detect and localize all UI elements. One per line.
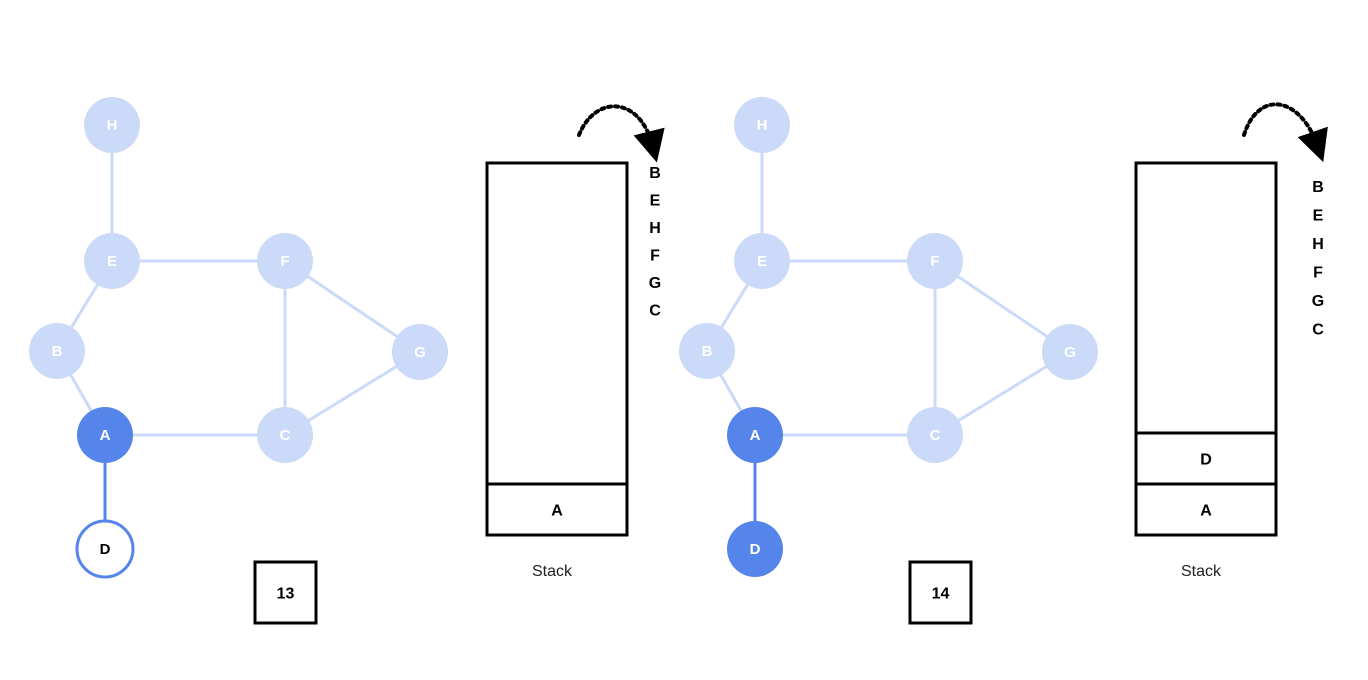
node-h: H <box>734 97 790 153</box>
node-circle <box>84 97 140 153</box>
stack-item-a: A <box>1200 503 1212 520</box>
stack-container <box>485 161 629 537</box>
node-label: A <box>100 427 111 444</box>
step-number: 13 <box>277 586 295 603</box>
node-circle <box>734 233 790 289</box>
node-label: C <box>280 427 291 444</box>
stack-item-d: D <box>1200 452 1212 469</box>
node-b: B <box>679 323 735 379</box>
node-label: C <box>930 427 941 444</box>
node-b: B <box>29 323 85 379</box>
node-circle <box>679 323 735 379</box>
pending-node-b: B <box>1312 179 1324 196</box>
node-g: G <box>1042 324 1098 380</box>
node-label: F <box>930 253 939 270</box>
node-circle <box>84 233 140 289</box>
stack-container <box>1134 161 1278 537</box>
node-label: H <box>757 117 768 134</box>
step-number: 14 <box>932 586 950 603</box>
node-label: E <box>107 253 117 270</box>
node-label: D <box>100 541 111 558</box>
node-circle <box>907 233 963 289</box>
pending-node-c: C <box>1312 322 1324 339</box>
node-label: D <box>750 541 761 558</box>
node-label: B <box>52 343 63 360</box>
node-a: A <box>77 407 133 463</box>
pending-node-f: F <box>650 248 660 265</box>
node-label: H <box>107 117 118 134</box>
node-circle <box>75 519 135 579</box>
pending-node-e: E <box>1313 208 1324 225</box>
node-e: E <box>734 233 790 289</box>
node-circle <box>727 521 783 577</box>
node-d: D <box>727 521 783 577</box>
node-label: G <box>1064 344 1076 361</box>
node-circle <box>257 407 313 463</box>
node-label: G <box>414 344 426 361</box>
node-g: G <box>392 324 448 380</box>
pending-node-h: H <box>1312 236 1324 253</box>
node-label: F <box>280 253 289 270</box>
step-box <box>253 560 318 625</box>
node-f: F <box>257 233 313 289</box>
node-circle <box>77 407 133 463</box>
node-circle <box>29 323 85 379</box>
pending-node-b: B <box>649 165 661 182</box>
node-circle <box>1042 324 1098 380</box>
node-circle <box>727 407 783 463</box>
dotted-arrow <box>1242 102 1328 163</box>
node-f: F <box>907 233 963 289</box>
pending-node-g: G <box>1312 293 1324 310</box>
node-circle <box>734 97 790 153</box>
node-label: A <box>750 427 761 444</box>
dotted-arrow <box>577 104 665 163</box>
node-a: A <box>727 407 783 463</box>
node-circle <box>257 233 313 289</box>
stack-caption: Stack <box>1181 563 1222 580</box>
stack-item-a: A <box>551 503 563 520</box>
node-c: C <box>907 407 963 463</box>
pending-node-c: C <box>649 303 661 320</box>
node-label: B <box>702 343 713 360</box>
node-h: H <box>84 97 140 153</box>
pending-node-e: E <box>650 193 661 210</box>
node-c: C <box>257 407 313 463</box>
node-e: E <box>84 233 140 289</box>
pending-node-g: G <box>649 275 661 292</box>
step-box <box>908 560 973 625</box>
stack-caption: Stack <box>532 563 573 580</box>
pending-node-h: H <box>649 220 661 237</box>
node-d: D <box>75 519 135 579</box>
node-label: E <box>757 253 767 270</box>
pending-node-f: F <box>1313 265 1323 282</box>
node-circle <box>907 407 963 463</box>
node-circle <box>392 324 448 380</box>
